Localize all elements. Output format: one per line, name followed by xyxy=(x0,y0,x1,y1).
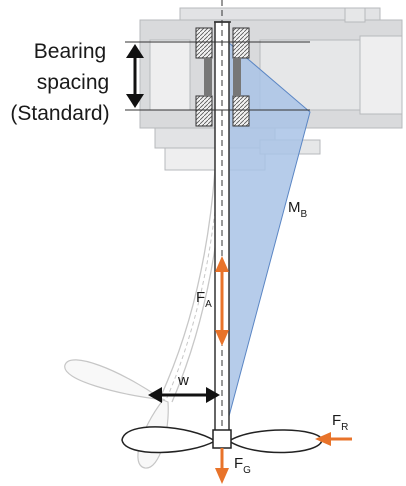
deflection-w-dimension xyxy=(148,387,220,403)
radial-force-label: FR xyxy=(332,412,348,433)
bending-moment-label: MB xyxy=(288,199,308,220)
bearing-label-line1: Bearing xyxy=(34,40,106,63)
impeller xyxy=(121,426,323,454)
bearing-label-line3: (Standard) xyxy=(10,102,109,125)
deflection-label: w xyxy=(177,372,189,389)
weight-force-label: FG xyxy=(234,455,251,476)
bearing-spacing-dimension xyxy=(125,41,310,111)
bearing-seat xyxy=(195,27,250,127)
weight-force-arrow xyxy=(215,448,229,484)
bearing-label-line2: spacing xyxy=(37,71,109,94)
deflected-shaft-ghost xyxy=(64,169,225,469)
axial-force-label: FA xyxy=(196,289,212,310)
axial-force-arrow xyxy=(215,256,229,346)
radial-force-arrow xyxy=(315,432,352,446)
